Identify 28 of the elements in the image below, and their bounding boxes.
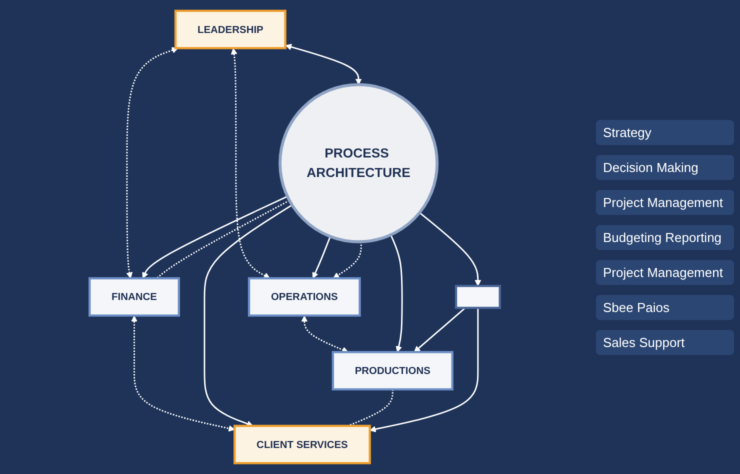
arrow [286,44,362,85]
node-box: CLIENT SERVICES [234,424,372,464]
arrow [370,308,479,432]
node-box: PRODUCTIONS [332,350,454,390]
node-box: OPERATIONS [248,277,362,317]
arrow [142,196,288,279]
arrow [126,47,178,279]
connector [348,389,394,427]
arrow [131,316,236,432]
note-label: Strategy [596,120,734,144]
arrow [231,48,270,279]
note-label: Budgeting Reporting [596,224,734,250]
arrow [333,242,362,279]
node-box: FINANCE [88,277,180,317]
note-label: Project Management [596,260,734,284]
node-box [455,284,502,309]
note-label: Project Management [596,190,734,214]
note-label: Sales Support [596,330,734,354]
arrow [414,307,466,352]
arrow [312,236,332,279]
node-circle: PROCESS ARCHITECTURE [278,83,439,244]
arrow [301,316,349,353]
arrow [390,234,404,352]
arrow [419,212,482,286]
node-box: LEADERSHIP [174,10,287,50]
note-label: Decision Making [596,154,734,180]
note-label: Sbee Paios [596,294,734,320]
arrow [204,204,293,427]
